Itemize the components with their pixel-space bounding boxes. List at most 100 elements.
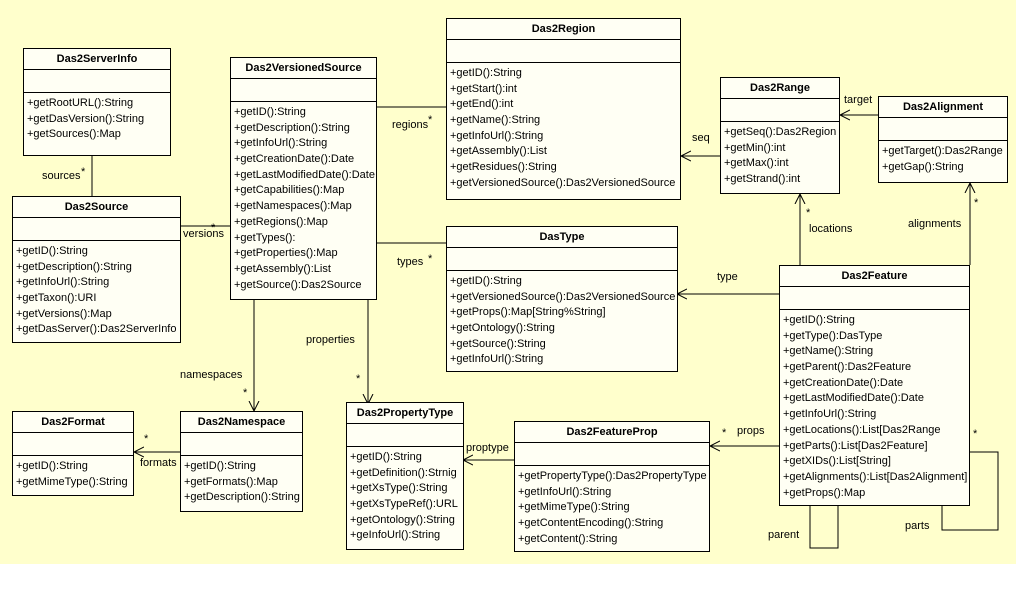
label-parent: parent xyxy=(768,529,800,541)
operations-section: +getID():String +getDefinition():Strnig … xyxy=(347,447,463,546)
label-regions: regions xyxy=(392,119,429,131)
multiplicity-regions: * xyxy=(428,114,433,126)
class-das2serverinfo[interactable]: Das2ServerInfo +getRootURL():String +get… xyxy=(23,48,171,156)
class-name: Das2Namespace xyxy=(181,412,302,433)
operations-section: +getPropertyType():Das2PropertyType +get… xyxy=(515,466,709,549)
class-das2format[interactable]: Das2Format +getID():String +getMimeType(… xyxy=(12,411,134,496)
operation: +getDescription():String xyxy=(184,491,300,504)
association-lines xyxy=(91,106,999,549)
attributes-section xyxy=(13,433,133,456)
class-name: Das2Range xyxy=(721,78,839,99)
class-das2featureprop[interactable]: Das2FeatureProp +getPropertyType():Das2P… xyxy=(514,421,710,552)
label-props: props xyxy=(737,425,765,437)
operation: +getVersionedSource():Das2VersionedSourc… xyxy=(450,176,676,189)
operation: +getDasServer():Das2ServerInfo xyxy=(16,323,177,336)
operation: +getLastModifiedDate():Date xyxy=(783,392,924,405)
class-name: Das2Alignment xyxy=(879,97,1007,118)
uml-diagram-canvas: Das2ServerInfo +getRootURL():String +get… xyxy=(0,0,1016,564)
multiplicity-locations: * xyxy=(806,207,811,219)
operation: +getFormats():Map xyxy=(184,475,278,488)
operation: +getXIDs():List[String] xyxy=(783,455,891,468)
class-das2feature[interactable]: Das2Feature +getID():String +getType():D… xyxy=(779,265,970,506)
operation: +getSource():String xyxy=(450,337,546,350)
operations-section: +getID():String +getDescription():String… xyxy=(13,241,180,340)
class-das2propertytype[interactable]: Das2PropertyType +getID():String +getDef… xyxy=(346,402,464,550)
label-types: types xyxy=(397,256,424,268)
operation: +getInfoUrl():String xyxy=(450,129,544,142)
operation: +getVersions():Map xyxy=(16,307,112,320)
operation: +getInfoUrl():String xyxy=(783,408,877,421)
multiplicity-namespaces: * xyxy=(243,387,248,399)
multiplicity-props: * xyxy=(722,427,727,439)
attributes-section xyxy=(347,424,463,447)
class-name: Das2ServerInfo xyxy=(24,49,170,70)
operation: +getPropertyType():Das2PropertyType xyxy=(518,470,707,482)
operation: +getID():String xyxy=(234,106,306,118)
label-sources: sources xyxy=(42,170,81,182)
operations-section: +getID():String +getFormats():Map +getDe… xyxy=(181,456,302,508)
operation: +getProps():Map xyxy=(783,486,866,499)
operation: +getName():String xyxy=(450,114,541,127)
class-das2namespace[interactable]: Das2Namespace +getID():String +getFormat… xyxy=(180,411,303,512)
label-namespaces: namespaces xyxy=(180,369,243,381)
operation: +getEnd():int xyxy=(450,98,514,111)
operation: +getMax():int xyxy=(724,157,789,170)
operation: +getID():String xyxy=(450,67,522,79)
operation: +getMin():int xyxy=(724,141,786,154)
operation: +getID():String xyxy=(450,275,522,287)
multiplicity-alignments: * xyxy=(974,197,979,209)
operation: +getAssembly():List xyxy=(450,145,547,158)
attributes-section xyxy=(447,248,677,271)
operation: +getProps():Map[String%String] xyxy=(450,306,606,319)
multiplicity-versions: * xyxy=(211,222,216,234)
operation: +geInfoUrl():String xyxy=(350,529,441,542)
operation: +getDefinition():Strnig xyxy=(350,466,457,479)
class-das2alignment[interactable]: Das2Alignment +getTarget():Das2Range +ge… xyxy=(878,96,1008,183)
operation: +getCreationDate():Date xyxy=(234,153,355,166)
operation: +getStrand():int xyxy=(724,173,801,186)
attributes-section xyxy=(24,70,170,93)
attributes-section xyxy=(780,287,969,310)
attributes-section xyxy=(879,118,1007,141)
operations-section: +getTarget():Das2Range +getGap():String xyxy=(879,141,1007,177)
label-proptype: proptype xyxy=(466,442,509,454)
class-das2range[interactable]: Das2Range +getSeq():Das2Region +getMin()… xyxy=(720,77,840,194)
class-das2source[interactable]: Das2Source +getID():String +getDescripti… xyxy=(12,196,181,343)
operation: +getSource():Das2Source xyxy=(234,278,362,291)
operation: +getCreationDate():Date xyxy=(783,376,904,389)
class-das2region[interactable]: Das2Region +getID():String +getStart():i… xyxy=(446,18,681,200)
class-name: Das2Format xyxy=(13,412,133,433)
operations-section: +getSeq():Das2Region +getMin():int +getM… xyxy=(721,122,839,190)
label-parts: parts xyxy=(905,520,930,532)
operations-section: +getID():String +getMimeType():String xyxy=(13,456,133,492)
operation: +getTaxon():URI xyxy=(16,292,97,305)
operation: +getSeq():Das2Region xyxy=(724,126,837,138)
class-name: Das2VersionedSource xyxy=(231,58,376,79)
class-das2versionedsource[interactable]: Das2VersionedSource +getID():String +get… xyxy=(230,57,377,300)
class-dastype[interactable]: DasType +getID():String +getVersionedSou… xyxy=(446,226,678,372)
operations-section: +getID():String +getStart():int +getEnd(… xyxy=(447,63,680,194)
multiplicity-parts: * xyxy=(973,428,978,440)
assoc-parent xyxy=(809,505,839,549)
class-name: Das2Region xyxy=(447,19,680,40)
operation: +getOntology():String xyxy=(450,322,555,335)
operation: +getNamespaces():Map xyxy=(234,200,352,213)
operation: +getID():String xyxy=(783,314,855,326)
operation: +getParts():List[Das2Feature] xyxy=(783,439,928,452)
operation: +getRootURL():String xyxy=(27,97,134,109)
attributes-section xyxy=(515,443,709,466)
operations-section: +getID():String +getDescription():String… xyxy=(231,102,376,295)
operation: +getMimeType():String xyxy=(16,475,128,488)
operation: +getXsType():String xyxy=(350,482,448,495)
assoc-parts xyxy=(941,451,999,531)
class-name: Das2PropertyType xyxy=(347,403,463,424)
operation: +getResidues():String xyxy=(450,161,557,174)
class-name: Das2Source xyxy=(13,197,180,218)
attributes-section xyxy=(13,218,180,241)
operation: +getLocations():List[Das2Range xyxy=(783,423,941,436)
operation: +getCapabilities():Map xyxy=(234,184,345,197)
operation: +getTarget():Das2Range xyxy=(882,145,1003,157)
multiplicity-sources: * xyxy=(81,166,86,178)
operation: +getContentEncoding():String xyxy=(518,517,664,530)
multiplicity-properties: * xyxy=(356,373,361,385)
